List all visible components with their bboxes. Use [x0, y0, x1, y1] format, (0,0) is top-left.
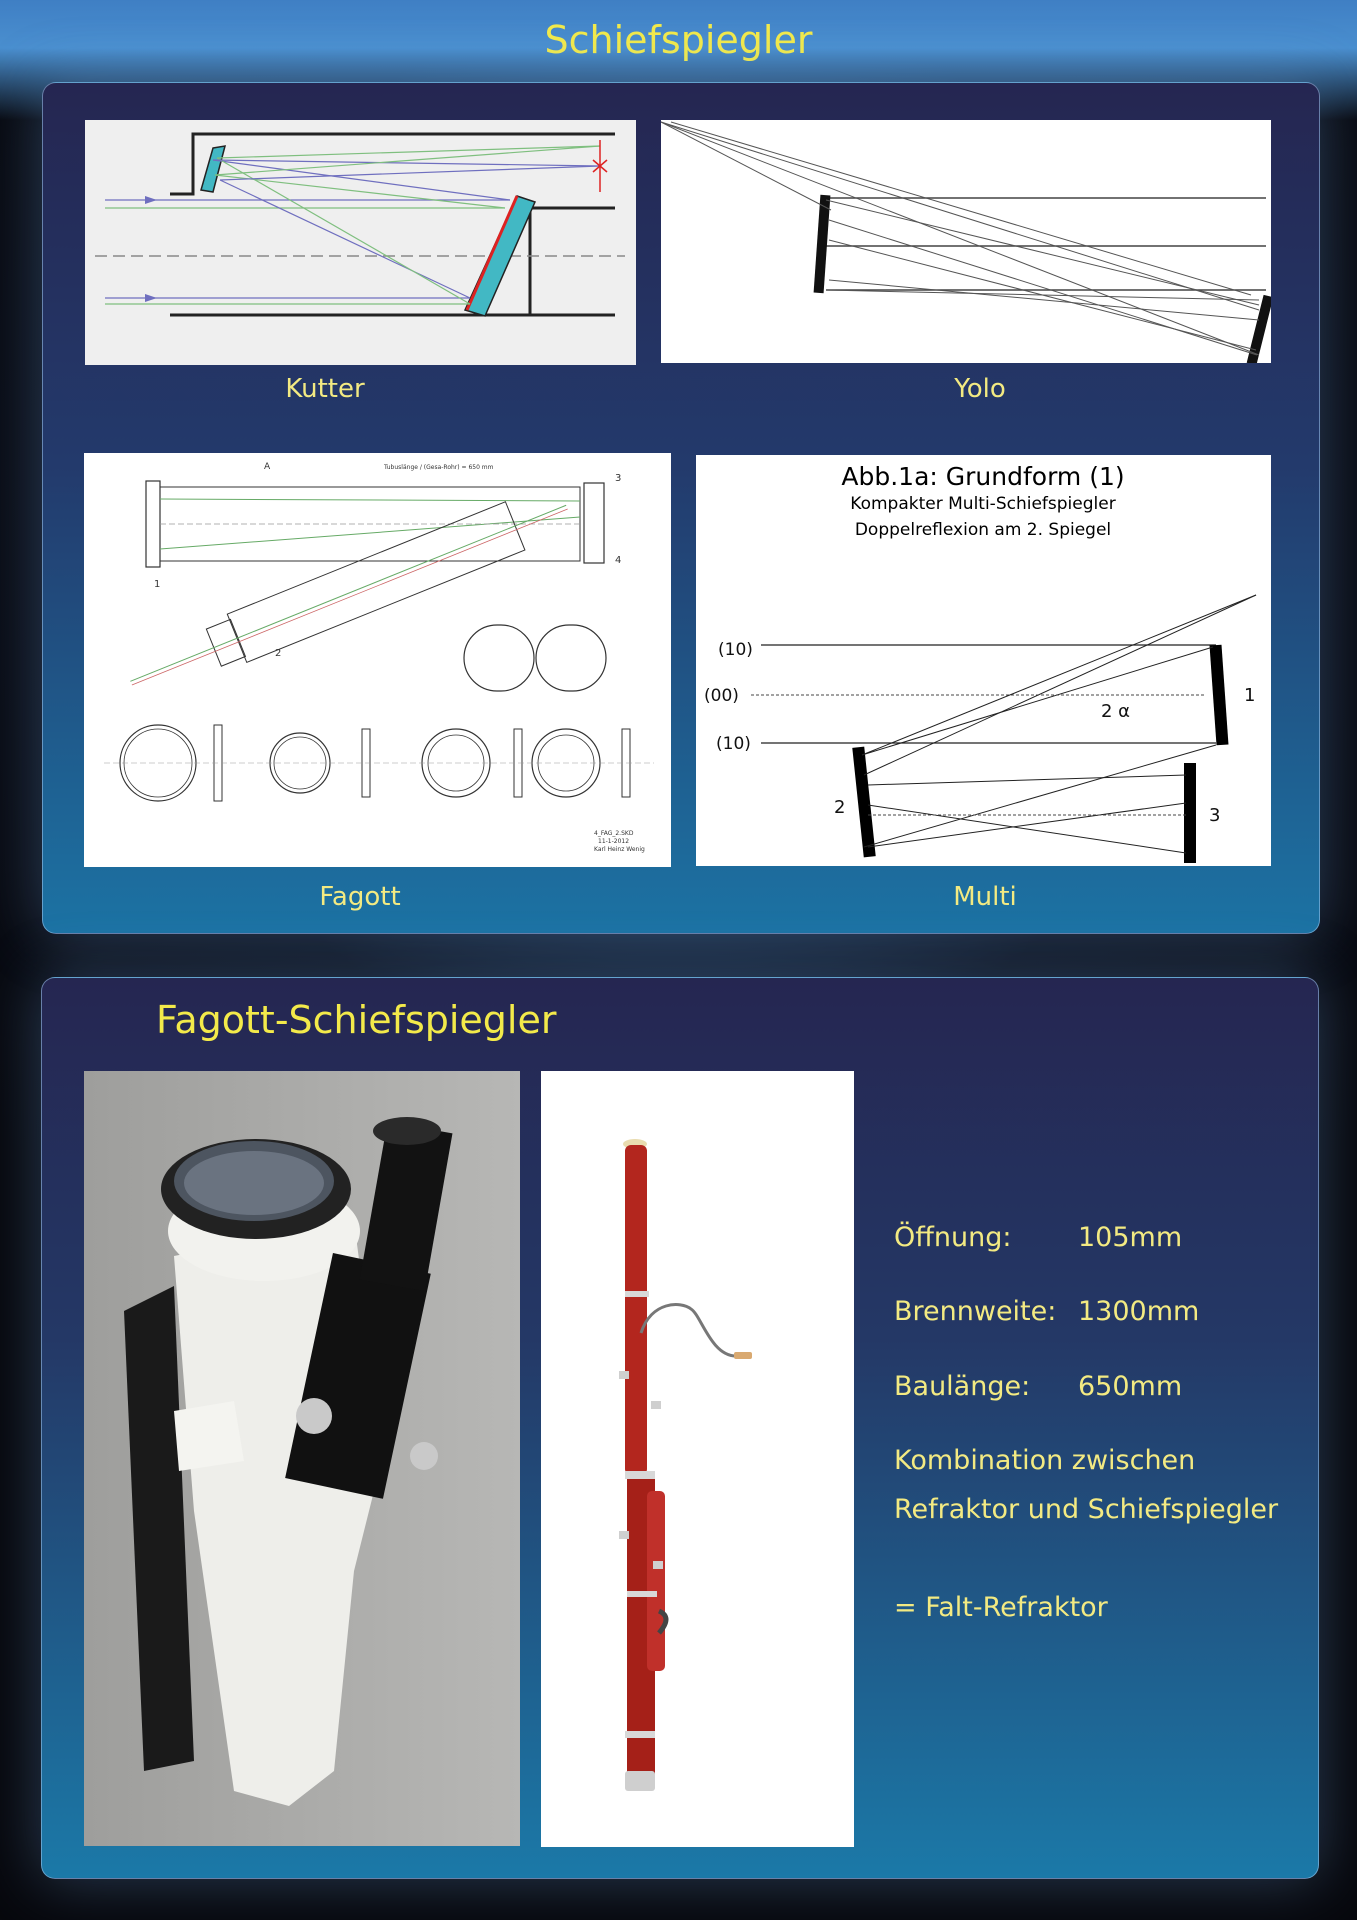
caption-fagott: Fagott [319, 882, 401, 912]
caption-kutter: Kutter [285, 374, 365, 404]
yolo-diagram [661, 120, 1271, 363]
multi-line2: Doppelreflexion am 2. Spiegel [855, 520, 1111, 540]
multi-label-10b: (10) [716, 734, 751, 754]
multi-heading: Abb.1a: Grundform (1) [841, 462, 1124, 491]
multi-mirror-3: 3 [1209, 805, 1220, 826]
telescope-photo [84, 1071, 520, 1846]
bassoon-photo [541, 1071, 854, 1847]
spec-length-value: 650mm [1078, 1371, 1183, 1402]
spec-length-label: Baulänge: [894, 1371, 1031, 1402]
multi-mirror-1: 1 [1244, 685, 1255, 706]
fagott-drawing: Tubuslänge / (Gesa-Rohr) = 650 mm A 1 2 … [84, 453, 671, 867]
drawing-num-4: 4 [615, 555, 621, 566]
multi-angle: 2 α [1101, 701, 1130, 722]
combo-line-2: Refraktor und Schiefspiegler [894, 1494, 1279, 1525]
drawing-tube-label: Tubuslänge / (Gesa-Rohr) = 650 mm [383, 464, 494, 471]
multi-line1: Kompakter Multi-Schiefspiegler [850, 494, 1115, 514]
drawing-num-3: 3 [615, 473, 621, 484]
caption-multi: Multi [953, 882, 1017, 912]
section-title: Fagott-Schiefspiegler [156, 998, 557, 1042]
drawing-num-2: 2 [275, 648, 281, 659]
drawing-date: 11-1-2012 [598, 838, 629, 845]
drawing-code: 4_FAG_2.SKD [594, 830, 634, 837]
caption-yolo: Yolo [954, 374, 1006, 404]
multi-mirror-2: 2 [834, 797, 845, 818]
multi-label-10a: (10) [718, 640, 753, 660]
spec-aperture-value: 105mm [1078, 1222, 1183, 1253]
drawing-author: Karl Heinz Wenig [594, 846, 645, 853]
page-title: Schiefspiegler [544, 18, 813, 62]
multi-diagram: Abb.1a: Grundform (1) Kompakter Multi-Sc… [696, 455, 1271, 866]
spec-aperture-label: Öffnung: [894, 1222, 1012, 1253]
combo-line-1: Kombination zwischen [894, 1445, 1196, 1476]
spec-focal-label: Brennweite: [894, 1296, 1057, 1327]
drawing-mark-a: A [264, 462, 271, 472]
drawing-num-1: 1 [154, 579, 160, 590]
spec-focal-value: 1300mm [1078, 1296, 1200, 1327]
result-line: = Falt-Refraktor [894, 1592, 1108, 1623]
kutter-diagram [85, 120, 636, 365]
multi-label-00: (00) [704, 686, 739, 706]
